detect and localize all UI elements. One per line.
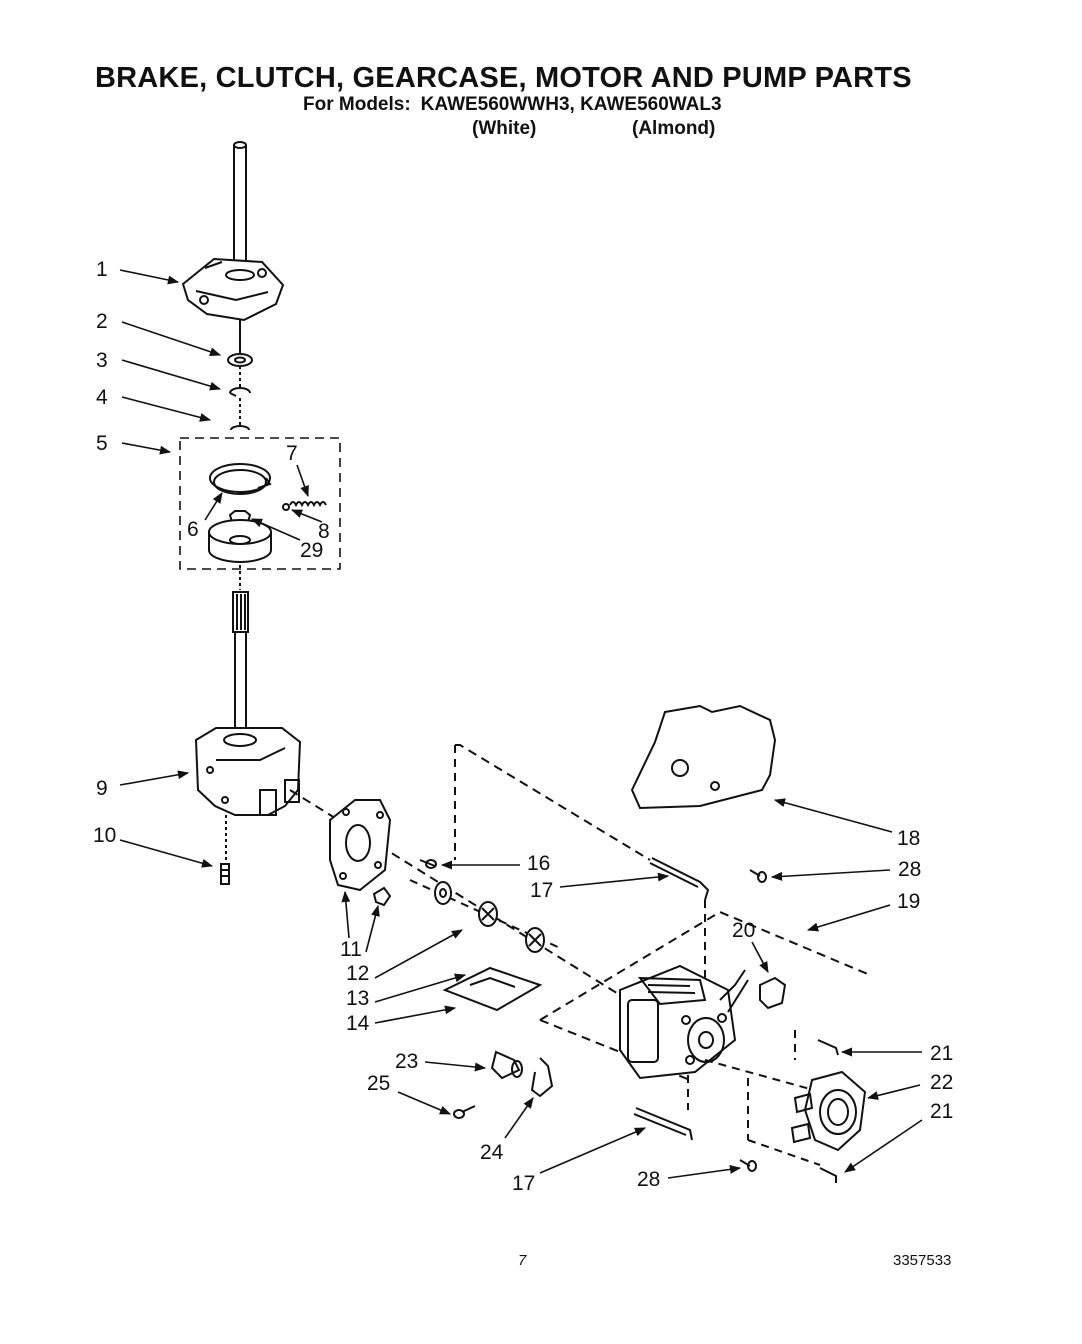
color-white: (White) [472, 118, 537, 139]
motor-coupler [525, 927, 545, 953]
part-2-washer [227, 353, 253, 367]
callout-3: 3 [96, 349, 108, 372]
callout-1: 1 [96, 258, 108, 281]
leader-21-lower [844, 1119, 923, 1173]
part-24-capacitor-strap [530, 1057, 554, 1098]
leader-3 [121, 359, 222, 391]
leader-22 [866, 1084, 921, 1100]
callout-6: 6 [187, 518, 199, 541]
agitator-shaft [232, 565, 249, 740]
callout-21-lower: 21 [930, 1100, 953, 1123]
part-18-motor-cover [630, 704, 777, 810]
callout-5: 5 [96, 432, 108, 455]
callout-18: 18 [897, 827, 920, 850]
part-17-ground-strap-lower [633, 1107, 693, 1141]
callout-4: 4 [96, 386, 108, 409]
part-28-screw-lower [739, 1159, 757, 1172]
callout-25: 25 [367, 1072, 390, 1095]
callout-28-lower: 28 [637, 1168, 660, 1191]
mounting-plate [329, 799, 392, 892]
leader-18 [773, 798, 893, 833]
callout-2: 2 [96, 310, 108, 333]
callout-28-upper: 28 [898, 858, 921, 881]
callout-29: 29 [300, 539, 323, 562]
leader-23 [424, 1061, 487, 1072]
part-14-pad [442, 966, 543, 1012]
leader-13 [374, 973, 467, 1003]
callout-8: 8 [318, 520, 330, 543]
part-13-coupler [478, 901, 498, 927]
leader-4 [121, 396, 212, 422]
leader-19 [806, 904, 891, 932]
callout-9: 9 [96, 777, 108, 800]
spin-tube-shaft [233, 141, 247, 275]
part-5-clutch-kit-box [179, 437, 341, 570]
leader-2 [121, 321, 222, 357]
clutch-drum [208, 519, 272, 563]
part-17-ground-strap [649, 857, 710, 901]
leader-11b [365, 904, 380, 953]
part-12-clutch-pulley [434, 881, 452, 905]
leader-1 [119, 269, 180, 285]
leader-14 [374, 1005, 457, 1024]
part-10-screw [220, 863, 230, 885]
page-title: BRAKE, CLUTCH, GEARCASE, MOTOR AND PUMP … [95, 62, 912, 94]
leader-17-upper [559, 872, 670, 888]
leader-10 [119, 839, 214, 868]
drive-motor [619, 964, 749, 1080]
page-number: 7 [518, 1252, 527, 1269]
leader-8 [290, 509, 323, 523]
callout-7: 7 [286, 442, 298, 465]
models-label: For Models: [303, 94, 411, 115]
leader-28-lower [667, 1164, 742, 1179]
callout-13: 13 [346, 987, 369, 1010]
leader-12 [374, 929, 463, 979]
callout-10: 10 [93, 824, 116, 847]
callout-20: 20 [732, 919, 755, 942]
part-1-brake-assembly [181, 257, 285, 355]
leader-6 [204, 492, 223, 521]
callout-17-lower: 17 [512, 1172, 535, 1195]
callout-19: 19 [897, 890, 920, 913]
part-28-screw-upper [749, 869, 767, 883]
part-20-motor-switch [759, 976, 787, 1010]
leader-11 [341, 890, 351, 939]
leader-24 [504, 1097, 534, 1139]
part-25-screw [453, 1105, 476, 1119]
part-16-screw [419, 859, 437, 869]
part-4-retaining-ring [230, 425, 250, 431]
leader-9 [119, 770, 190, 786]
callout-17-upper: 17 [530, 879, 553, 902]
callout-16: 16 [527, 852, 550, 875]
leader-5 [121, 442, 172, 455]
callout-24: 24 [480, 1141, 504, 1164]
model-numbers: KAWE560WWH3, KAWE560WAL3 [420, 94, 722, 115]
leader-17-lower [539, 1127, 647, 1174]
part-9-gearcase [194, 727, 302, 860]
callout-11: 11 [340, 938, 362, 961]
part-7-spring [289, 501, 327, 508]
document-number: 3357533 [893, 1252, 952, 1269]
part-8-spring-pin [282, 503, 290, 511]
part-6-clutch-band [209, 463, 272, 495]
callout-14: 14 [346, 1012, 370, 1035]
leader-29 [250, 518, 301, 541]
part-21-pump-clip-upper [817, 1039, 839, 1056]
leader-20 [751, 941, 769, 973]
part-23-capacitor [490, 1050, 523, 1080]
callout-12: 12 [346, 962, 369, 985]
part-21-pump-clip-lower [819, 1167, 837, 1183]
callout-22: 22 [930, 1071, 953, 1094]
color-almond: (Almond) [632, 118, 716, 139]
models-line: For Models: KAWE560WWH3, KAWE560WAL3 [303, 94, 722, 116]
leader-7 [296, 464, 309, 498]
part-22-pump [790, 1070, 867, 1152]
callout-21-upper: 21 [930, 1042, 953, 1065]
leader-28-upper [770, 869, 891, 881]
leader-25 [397, 1091, 452, 1115]
part-11-plug [372, 886, 392, 907]
callout-23: 23 [395, 1050, 418, 1073]
part-3-retaining-ring [229, 387, 251, 397]
